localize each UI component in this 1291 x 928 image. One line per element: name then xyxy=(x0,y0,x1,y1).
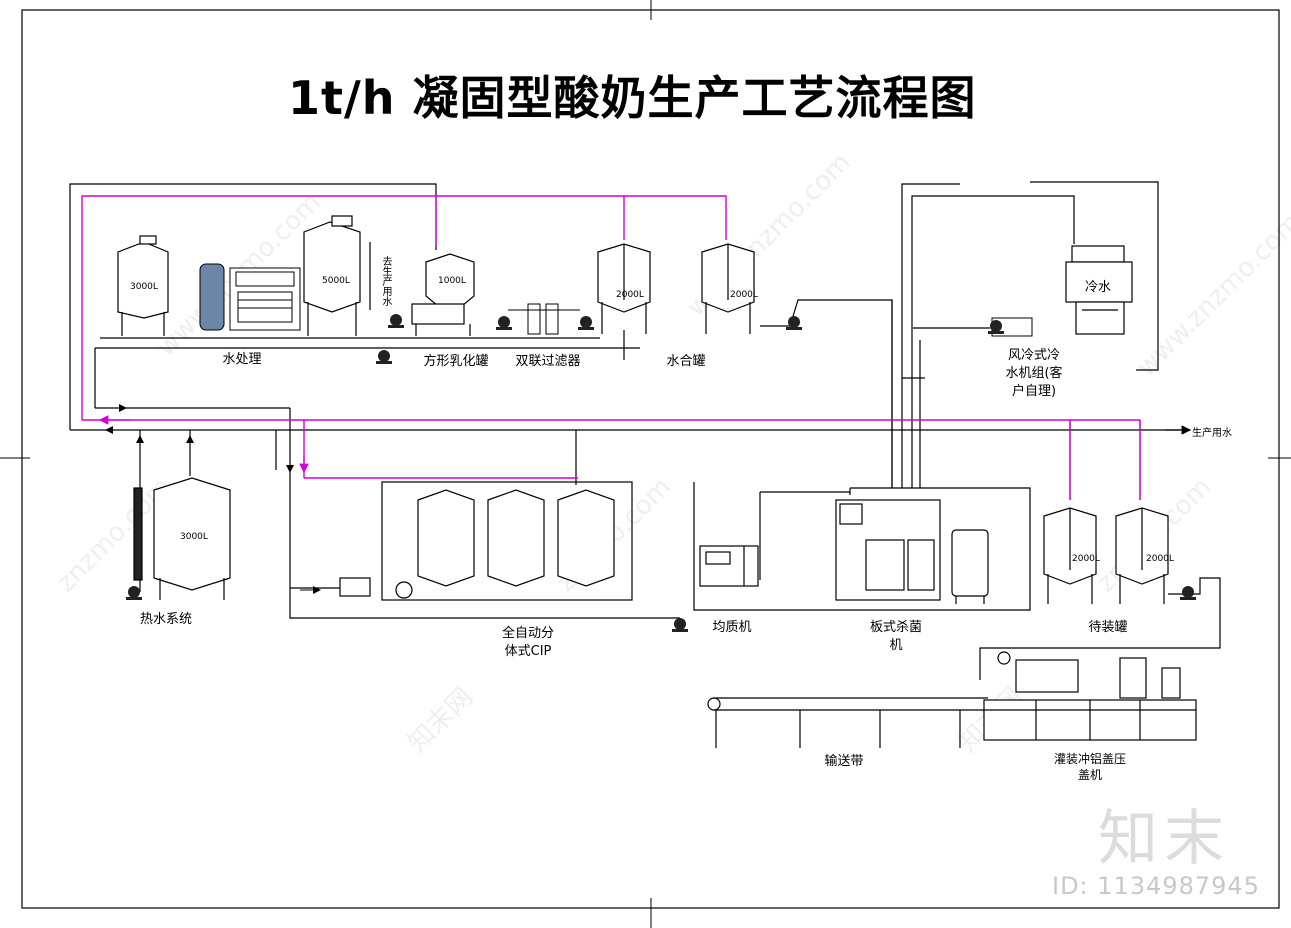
emulsion-tank xyxy=(411,253,475,336)
filling-tank-2 xyxy=(1115,507,1169,604)
chiller-label-line-2: 水机组(客 xyxy=(1005,366,1063,381)
to-production-water-label: 去生产用水 xyxy=(380,256,391,306)
page-title: 1t/h 凝固型酸奶生产工艺流程图 xyxy=(288,71,977,125)
plate-sterilizer-label-line-1: 板式杀菌 xyxy=(869,620,923,635)
raw-water-tank xyxy=(117,235,169,336)
filling-tank-1-capacity: 2000L xyxy=(1072,554,1100,564)
cip-arrows xyxy=(98,415,309,474)
conveyor xyxy=(707,697,988,748)
mix-tank-1-capacity: 2000L xyxy=(616,290,644,300)
hot-water-tank-capacity: 3000L xyxy=(180,532,208,542)
filler-machine xyxy=(983,651,1197,741)
duplex-filter-label: 双联过滤器 xyxy=(515,354,581,369)
mix-tank-2 xyxy=(701,243,755,334)
water-treatment-label: 水处理 xyxy=(222,352,262,367)
emulsion-tank-capacity: 1000L xyxy=(438,276,466,286)
square-emulsion-tank-label: 方形乳化罐 xyxy=(423,354,489,369)
chiller-label-line-1: 风冷式冷 xyxy=(1007,348,1061,363)
pure-water-tank-capacity: 5000L xyxy=(322,276,350,286)
hot-water-system-label: 热水系统 xyxy=(139,612,193,627)
mix-tank-2-capacity: 2000L xyxy=(730,290,758,300)
hot-water-tank xyxy=(133,477,231,600)
filler-label-line-2: 盖机 xyxy=(1077,768,1103,782)
cooling-tower-label: 冷水 xyxy=(1084,280,1112,295)
pure-water-tank xyxy=(303,215,371,336)
homogenizer xyxy=(699,545,759,587)
filling-tank-label: 待装罐 xyxy=(1088,620,1128,635)
plate-sterilizer xyxy=(835,499,989,604)
flow-arrows xyxy=(105,404,321,594)
duplex-filter xyxy=(508,303,580,335)
brand-logo: 知末 xyxy=(1098,804,1230,874)
filler-label-line-1: 灌装冲铝盖压 xyxy=(1053,752,1127,766)
cip-piping xyxy=(81,195,1141,500)
cooling-tower xyxy=(1065,245,1133,335)
water-mix-tank-label: 水合罐 xyxy=(666,354,706,369)
production-water-label: 生产用水 xyxy=(1192,428,1232,439)
cip-label-line-1: 全自动分 xyxy=(501,626,555,641)
chiller-label-line-3: 户自理) xyxy=(1011,384,1057,399)
asset-id: ID: 1134987945 xyxy=(1052,872,1260,900)
filling-tank-2-capacity: 2000L xyxy=(1146,554,1174,564)
mix-tank-1 xyxy=(597,243,651,334)
homogenizer-label: 均质机 xyxy=(712,620,752,635)
raw-water-tank-capacity: 3000L xyxy=(130,282,158,292)
water-treatment-unit xyxy=(199,263,301,331)
cip-label-line-2: 体式CIP xyxy=(504,644,552,659)
plate-sterilizer-label-line-2: 机 xyxy=(889,638,903,653)
conveyor-label: 输送带 xyxy=(824,754,864,769)
cip-unit xyxy=(339,481,633,601)
filling-tank-1 xyxy=(1043,507,1097,604)
